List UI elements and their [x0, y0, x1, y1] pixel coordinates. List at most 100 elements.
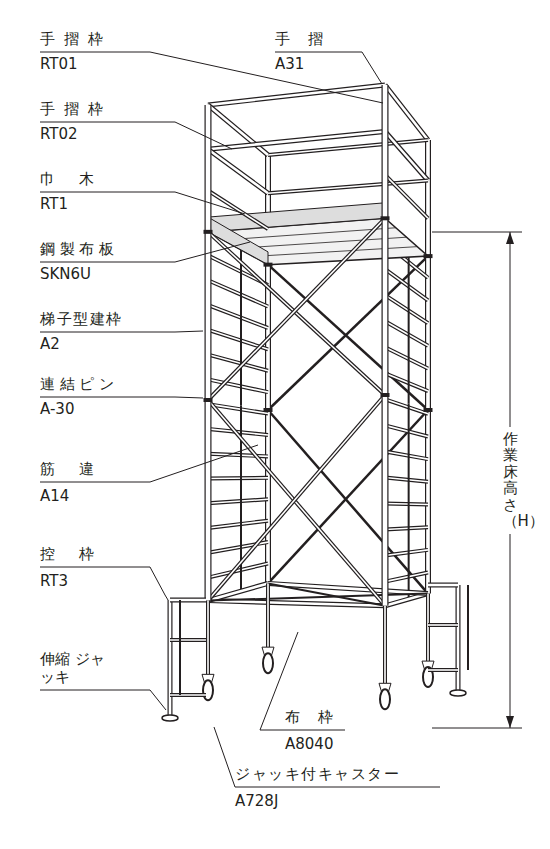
tube — [385, 347, 428, 368]
member — [165, 595, 168, 600]
member — [408, 403, 410, 599]
jack-plate — [162, 715, 178, 721]
leader-line — [40, 567, 165, 595]
tube — [266, 583, 270, 647]
tube-inner — [170, 694, 206, 696]
tube-inner — [428, 624, 458, 626]
part-name: 手摺 — [275, 30, 341, 48]
tube-inner — [208, 149, 268, 193]
member — [253, 247, 417, 257]
caster-wheel — [203, 680, 213, 700]
tube-inner — [385, 175, 428, 218]
leader-line — [40, 192, 245, 214]
tube-inner — [208, 191, 268, 229]
joint-pin — [204, 398, 213, 402]
part-code: A14 — [40, 487, 69, 505]
part-name: 梯子型建枠 — [40, 310, 123, 328]
member — [432, 728, 522, 729]
tube — [208, 400, 385, 606]
tube-inner — [385, 269, 428, 300]
tube — [428, 623, 458, 627]
part-code: RT01 — [40, 55, 78, 73]
member — [179, 600, 181, 695]
part-code: RT3 — [40, 572, 68, 590]
leader-line — [40, 397, 203, 398]
outrigger — [162, 600, 206, 721]
part-name: 鋼製布板 — [40, 240, 118, 258]
outrigger — [428, 585, 468, 696]
tube — [208, 149, 268, 193]
tube — [385, 175, 428, 218]
leader-line — [40, 52, 383, 103]
tube-inner — [385, 504, 428, 505]
tube — [208, 280, 268, 306]
tube — [385, 573, 428, 582]
tube-inner — [385, 373, 428, 391]
tube-inner — [267, 583, 269, 647]
tube-inner — [428, 669, 458, 671]
dimension-label: 作業床高さ（H） — [502, 427, 519, 534]
member — [467, 585, 469, 670]
tube — [208, 85, 385, 105]
tube — [385, 504, 428, 505]
tube-inner — [208, 132, 385, 150]
tube-inner — [208, 400, 385, 606]
tube-inner — [208, 305, 268, 328]
member — [208, 594, 428, 601]
part-code: A2 — [40, 335, 60, 353]
tube-inner — [385, 321, 428, 346]
part-code: RT1 — [40, 195, 68, 213]
tube-inner — [384, 606, 386, 684]
tube-inner — [428, 584, 458, 587]
tube-inner — [385, 425, 428, 436]
part-name: 筋違 — [40, 460, 118, 478]
leader-line — [40, 445, 258, 482]
tube — [385, 295, 428, 323]
leader-lines — [40, 52, 440, 787]
caster-wheel — [380, 689, 390, 709]
part-name: 布枠 — [285, 708, 351, 726]
joint-pin — [264, 408, 273, 412]
leader-line — [40, 122, 232, 149]
joint-pin — [424, 254, 433, 258]
front-members — [162, 85, 468, 721]
tube — [385, 477, 428, 481]
tube — [170, 598, 206, 603]
part-code: A728J — [235, 792, 278, 810]
tube-inner — [457, 585, 460, 690]
tube — [385, 451, 428, 459]
tube-inner — [208, 218, 385, 400]
tube — [208, 476, 268, 481]
member — [240, 250, 242, 406]
tube-inner — [206, 105, 211, 601]
tube — [208, 454, 268, 457]
tube — [208, 191, 268, 229]
part-code: RT02 — [40, 125, 78, 143]
joint-pin — [264, 263, 273, 267]
part-code: SKN6U — [40, 265, 91, 283]
joint-pin — [204, 230, 213, 234]
leader-line — [214, 727, 440, 787]
part-code: A8040 — [285, 735, 333, 753]
tube-inner — [385, 295, 428, 323]
back-members — [208, 140, 428, 606]
tube-inner — [385, 451, 428, 459]
member — [268, 256, 428, 410]
tube-inner — [385, 399, 428, 413]
tube — [426, 594, 430, 662]
tube-inner — [383, 85, 388, 606]
tube-inner — [208, 395, 385, 601]
tube — [170, 693, 206, 697]
tube-inner — [385, 573, 428, 582]
tube — [206, 601, 210, 675]
part-name: ジャッキ付キャスター — [235, 765, 400, 783]
tube-inner — [385, 85, 428, 140]
part-name: 控枠 — [40, 545, 118, 563]
member — [408, 239, 410, 403]
caster-wheel — [263, 653, 273, 673]
tube-inner — [385, 477, 428, 481]
tube-inner — [207, 601, 209, 675]
tube — [208, 305, 268, 328]
part-name: 手摺枠 — [40, 30, 112, 48]
